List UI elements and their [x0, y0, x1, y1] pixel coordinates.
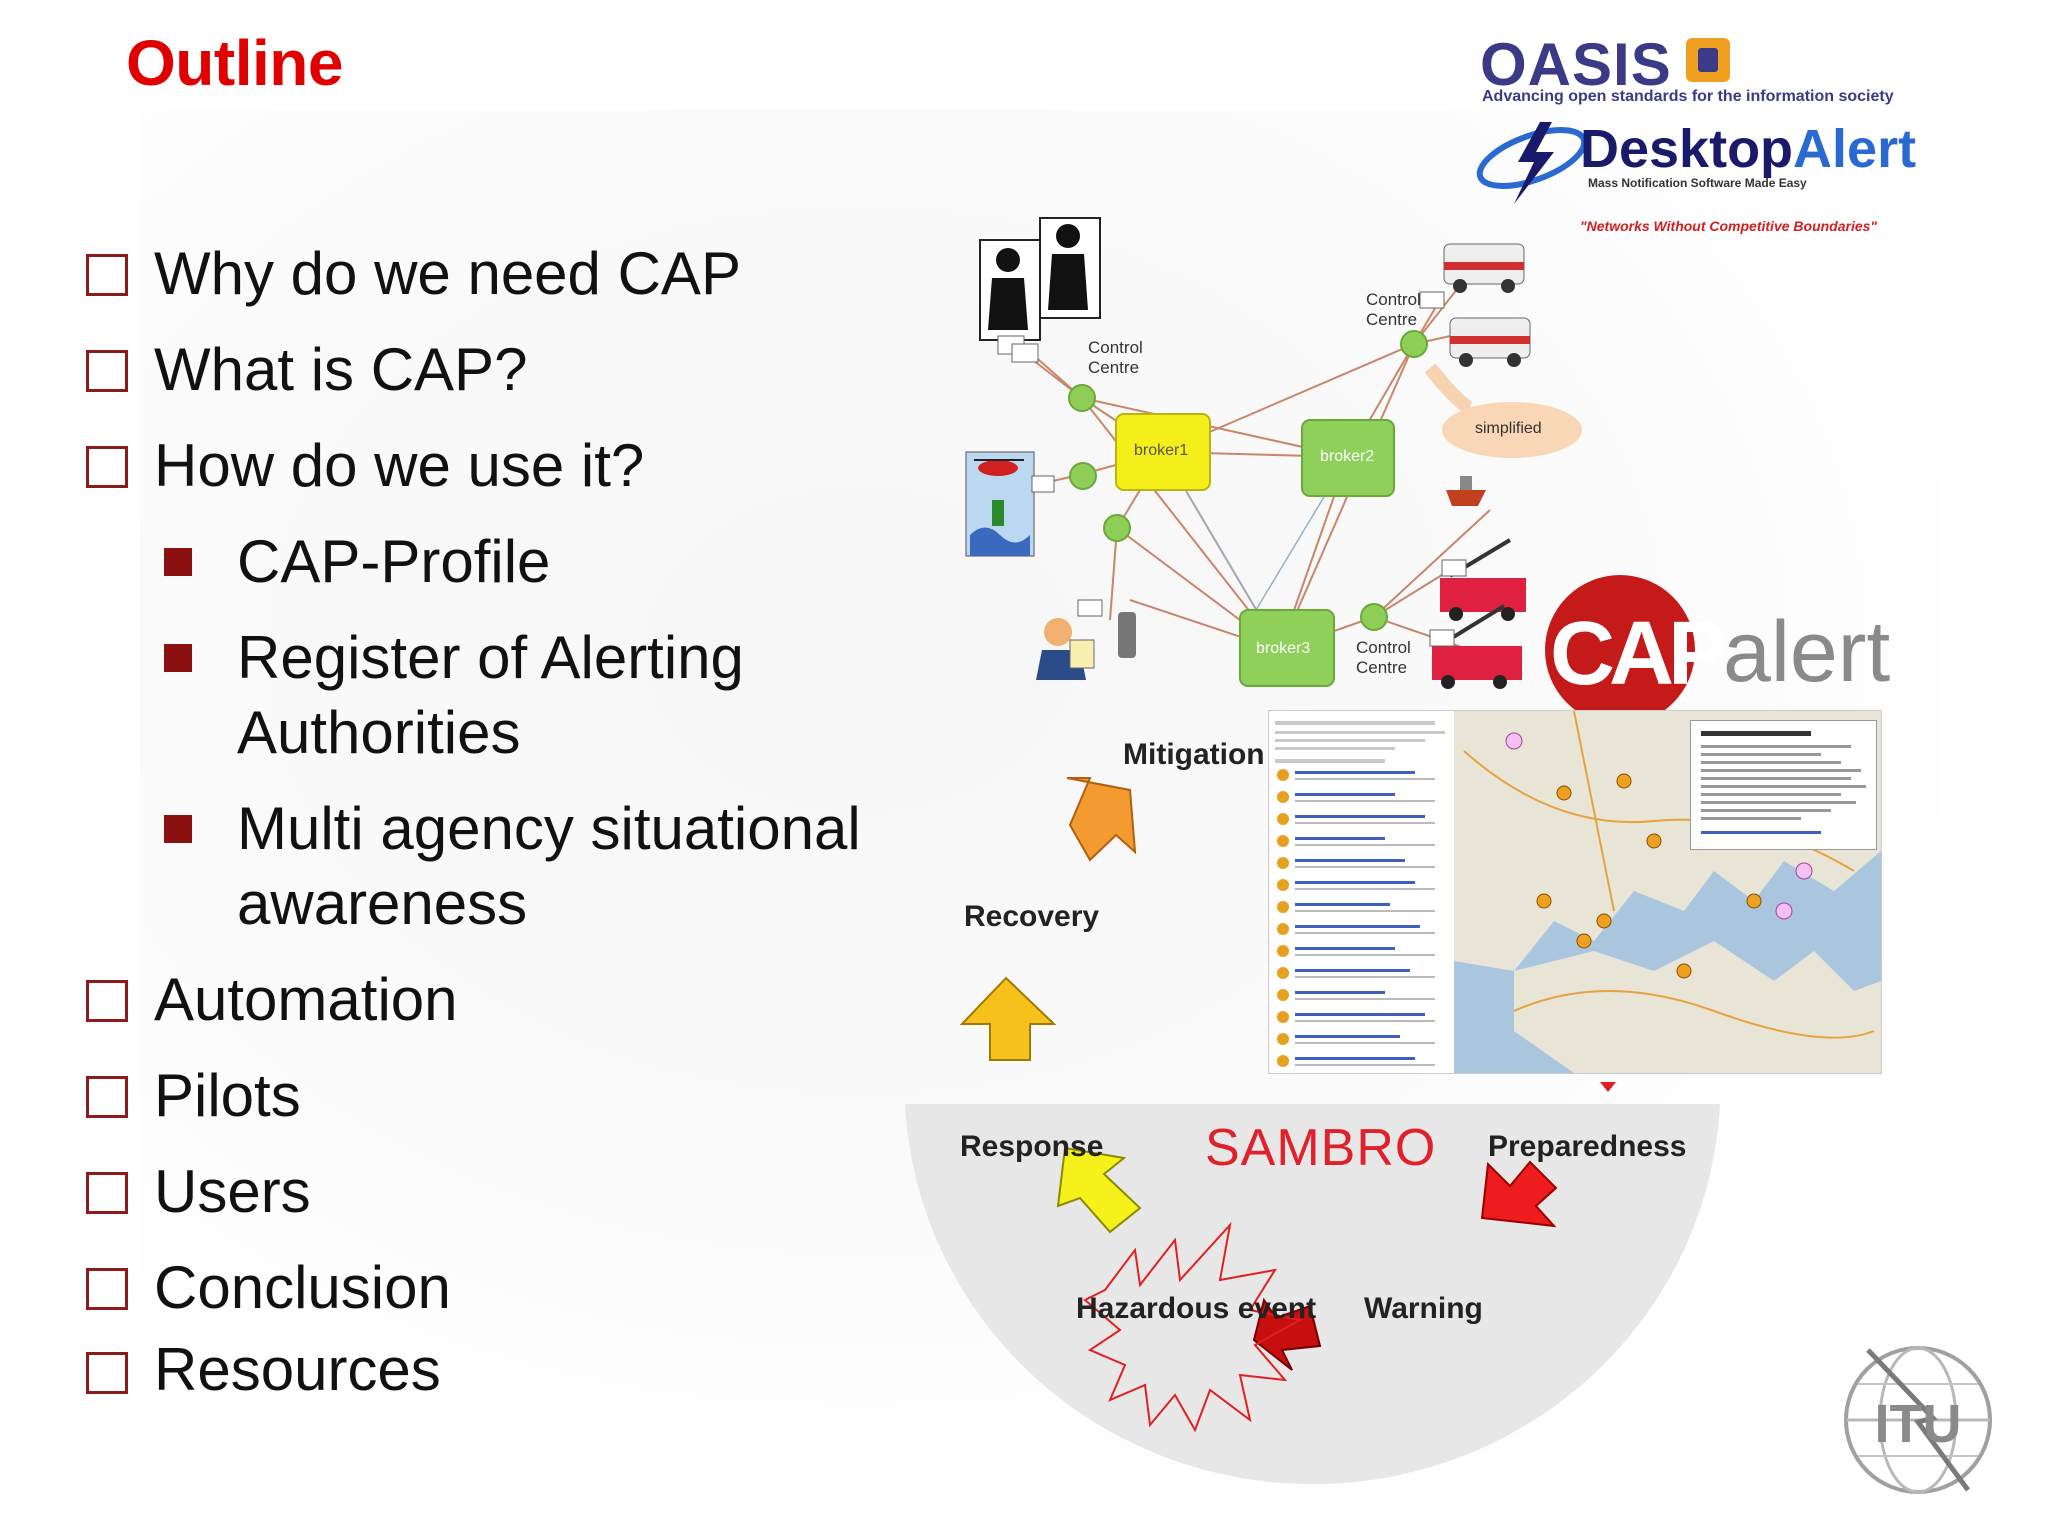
checkbox-icon [86, 254, 128, 296]
cap-alert-text: alert [1723, 604, 1891, 700]
simplified-label: simplified [1475, 420, 1542, 437]
response-arrow-icon [1056, 1146, 1142, 1234]
recovery-label: Recovery [964, 900, 1100, 933]
slide-title: Outline [126, 27, 343, 99]
broker1-node [1115, 413, 1211, 491]
warning-label: Warning [1364, 1292, 1483, 1325]
cap-alert-logo: CAP alert [1545, 575, 1905, 725]
bullet-text: Users [154, 1158, 311, 1225]
preparedness-arrow-icon [1480, 1160, 1558, 1228]
bullet-text-line2: awareness [237, 870, 528, 937]
square-bullet-icon [164, 644, 192, 672]
checkbox-icon [86, 1268, 128, 1310]
bullet-text: Resources [154, 1336, 441, 1403]
checkbox-icon [86, 1352, 128, 1394]
fire-truck-icon [1429, 538, 1526, 689]
alert-list-panel [1269, 711, 1451, 1073]
preparedness-label: Preparedness [1488, 1130, 1687, 1163]
warning-arrow-icon [1252, 1297, 1322, 1371]
broker2-node [1301, 419, 1395, 497]
recovery-arrow-icon [959, 976, 1057, 1061]
cap-circle-icon [1545, 575, 1695, 725]
ship-icon [1446, 476, 1486, 506]
checkbox-icon [86, 980, 128, 1022]
oasis-tagline: Advancing open standards for the informa… [1482, 88, 1894, 105]
bullet-text: What is CAP? [154, 336, 528, 403]
police-officers-icon [979, 217, 1101, 363]
person-with-phone-icon [1036, 599, 1136, 680]
bullet-text: Automation [154, 966, 458, 1033]
itu-globe-icon: ITU [1844, 1346, 1992, 1494]
checkbox-icon [86, 1076, 128, 1118]
response-label: Response [960, 1130, 1104, 1163]
desktop-alert-tagline: "Networks Without Competitive Boundaries… [1580, 218, 1878, 234]
bullet-text: Pilots [154, 1062, 301, 1129]
square-bullet-icon [164, 815, 192, 843]
ambulance-icon [1419, 243, 1531, 367]
map-info-popup [1690, 720, 1877, 850]
hazardous-event-label: Hazardous event [1076, 1292, 1317, 1325]
alert-entries [1277, 769, 1435, 1067]
checkbox-icon [86, 446, 128, 488]
bullet-text: How do we use it? [154, 432, 645, 499]
oasis-mark-icon [1686, 38, 1730, 82]
bullet-text: CAP-Profile [237, 528, 551, 595]
broker1-label: broker1 [1134, 442, 1189, 459]
mitigation-label: Mitigation [1123, 738, 1265, 771]
itu-logo: ITU [1838, 1340, 1998, 1500]
square-bullet-icon [164, 548, 192, 576]
checkbox-icon [86, 1172, 128, 1214]
control-centre-nodes [1068, 330, 1428, 631]
broker3-node [1239, 609, 1335, 687]
desktop-alert-subtitle: Mass Notification Software Made Easy [1588, 176, 1807, 190]
bullet-text: Register of Alerting [237, 624, 744, 691]
bullet-text-line2: Authorities [237, 699, 521, 766]
cap-text: CAP [1550, 604, 1728, 704]
desktop-alert-wordmark: DesktopAlert [1580, 119, 1917, 179]
sambro-label: SAMBRO [1205, 1119, 1437, 1177]
alert-list-lines [1275, 721, 1445, 1067]
bullet-text: Multi agency situational [237, 795, 861, 862]
broker3-label: broker3 [1256, 640, 1311, 657]
helicopter-rescue-icon [965, 451, 1055, 557]
hazard-explosion-icon [1083, 1221, 1303, 1433]
simplified-bubble [1442, 402, 1582, 458]
bullet-text: Conclusion [154, 1254, 451, 1321]
oasis-wordmark: OASIS [1480, 31, 1672, 98]
oasis-logo: OASIS Advancing open standards for the i… [1480, 30, 1910, 110]
svg-text:ITU: ITU [1875, 1394, 1962, 1454]
mitigation-arrow-icon [1066, 777, 1137, 862]
broker2-label: broker2 [1320, 448, 1375, 465]
desktop-alert-logo: DesktopAlert Mass Notification Software … [1470, 118, 1916, 248]
checkbox-icon [86, 350, 128, 392]
lightning-swoosh-icon [1476, 122, 1588, 204]
bullet-text: Why do we need CAP [154, 240, 741, 307]
